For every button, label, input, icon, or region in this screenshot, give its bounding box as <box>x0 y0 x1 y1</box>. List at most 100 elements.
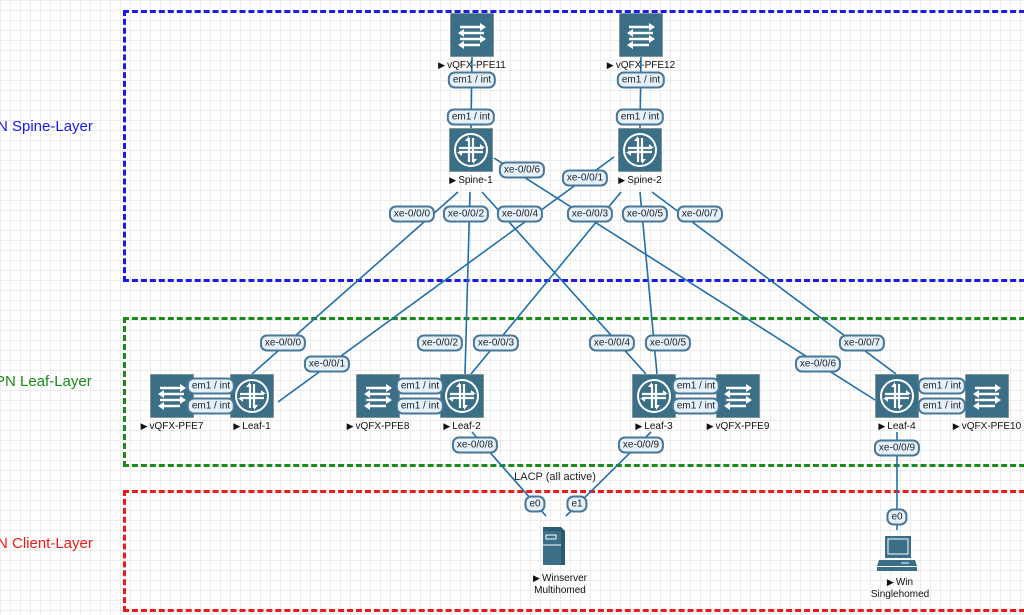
node-name: Spine-1 <box>458 175 493 186</box>
interface-label: em1 / int <box>186 377 236 395</box>
node-name: Win <box>895 577 914 588</box>
router-node-spine2[interactable] <box>618 128 662 172</box>
node-label-pfe8[interactable]: ▶vQFX-PFE8 <box>347 420 410 433</box>
interface-label: em1 / int <box>917 377 967 395</box>
node-label-leaf4[interactable]: ▶Leaf-4 <box>878 420 915 433</box>
interface-label: xe-0/0/7 <box>838 334 886 352</box>
interface-label: xe-0/0/0 <box>259 334 307 352</box>
interface-label: xe-0/0/2 <box>416 334 464 352</box>
play-icon: ▶ <box>886 577 894 587</box>
node-description: Singlehomed <box>870 589 930 600</box>
router-icon <box>618 128 662 172</box>
pc-node-win[interactable] <box>875 530 919 574</box>
interface-label: xe-0/0/3 <box>472 334 520 352</box>
play-icon: ▶ <box>438 60 446 70</box>
router-icon <box>632 374 676 418</box>
router-icon <box>449 128 493 172</box>
node-label-spine1[interactable]: ▶Spine-1 <box>449 174 492 187</box>
node-label-leaf3[interactable]: ▶Leaf-3 <box>635 420 672 433</box>
play-icon: ▶ <box>618 175 626 185</box>
interface-label: em1 / int <box>671 377 721 395</box>
router-icon <box>230 374 274 418</box>
node-name: vQFX-PFE10 <box>961 421 1022 432</box>
play-icon: ▶ <box>878 421 886 431</box>
interface-label: em1 / int <box>395 377 445 395</box>
interface-label: xe-0/0/5 <box>621 205 669 223</box>
node-description: Multihomed <box>534 585 586 596</box>
server-node-winserver[interactable] <box>531 523 575 567</box>
switch-node-pfe9[interactable] <box>716 374 760 418</box>
router-icon <box>875 374 919 418</box>
server-icon <box>543 527 565 565</box>
switch-node-pfe11[interactable] <box>450 13 494 57</box>
interface-label: xe-0/0/8 <box>451 436 499 454</box>
node-name: vQFX-PFE12 <box>615 60 676 71</box>
node-name: vQFX-PFE8 <box>355 421 410 432</box>
interface-label: xe-0/0/0 <box>388 205 436 223</box>
node-name: Leaf-2 <box>452 421 481 432</box>
interface-label: xe-0/0/4 <box>496 205 544 223</box>
node-label-pfe12[interactable]: ▶vQFX-PFE12 <box>607 59 675 72</box>
node-label-pfe9[interactable]: ▶vQFX-PFE9 <box>707 420 770 433</box>
play-icon: ▶ <box>346 421 354 431</box>
node-name: vQFX-PFE9 <box>715 421 770 432</box>
desktop-pc-icon <box>877 536 917 571</box>
switch-icon <box>965 374 1009 418</box>
client-layer-label: N Client-Layer <box>0 535 93 552</box>
interface-label: xe-0/0/9 <box>617 436 665 454</box>
node-label-leaf2[interactable]: ▶Leaf-2 <box>443 420 480 433</box>
switch-node-pfe8[interactable] <box>356 374 400 418</box>
node-label-spine2[interactable]: ▶Spine-2 <box>618 174 661 187</box>
node-label-pfe7[interactable]: ▶vQFX-PFE7 <box>141 420 204 433</box>
node-name: Winserver <box>541 573 587 584</box>
switch-icon <box>619 13 663 57</box>
spine-layer-box <box>123 10 1024 282</box>
interface-label: em1 / int <box>447 71 497 89</box>
interface-label: em1 / int <box>395 397 445 415</box>
interface-label: xe-0/0/1 <box>561 169 609 187</box>
interface-label: xe-0/0/4 <box>588 334 636 352</box>
play-icon: ▶ <box>233 421 241 431</box>
interface-label: xe-0/0/3 <box>566 205 614 223</box>
switch-icon <box>356 374 400 418</box>
router-node-leaf2[interactable] <box>440 374 484 418</box>
switch-icon <box>716 374 760 418</box>
switch-node-pfe10[interactable] <box>965 374 1009 418</box>
play-icon: ▶ <box>449 175 457 185</box>
interface-label: e1 <box>566 495 588 513</box>
interface-label: em1 / int <box>186 397 236 415</box>
play-icon: ▶ <box>533 573 540 583</box>
interface-label: xe-0/0/1 <box>303 355 351 373</box>
interface-label: xe-0/0/5 <box>644 334 692 352</box>
interface-label: xe-0/0/7 <box>676 205 724 223</box>
interface-label: em1 / int <box>615 108 665 126</box>
router-node-leaf4[interactable] <box>875 374 919 418</box>
node-label-leaf1[interactable]: ▶Leaf-1 <box>233 420 270 433</box>
switch-node-pfe12[interactable] <box>619 13 663 57</box>
node-name: vQFX-PFE11 <box>447 60 506 71</box>
node-name: vQFX-PFE7 <box>149 421 204 432</box>
interface-label: em1 / int <box>616 71 666 89</box>
node-name: Leaf-1 <box>242 421 271 432</box>
switch-icon <box>450 13 494 57</box>
interface-label: em1 / int <box>446 108 496 126</box>
interface-label: xe-0/0/9 <box>873 439 921 457</box>
node-name: Leaf-3 <box>644 421 673 432</box>
play-icon: ▶ <box>606 60 614 70</box>
node-label-pfe11[interactable]: ▶vQFX-PFE11 <box>438 59 506 72</box>
lacp-annotation: LACP (all active) <box>514 471 596 483</box>
node-label-pfe10[interactable]: ▶vQFX-PFE10 <box>953 420 1021 433</box>
client-layer-box <box>123 490 1024 612</box>
interface-label: xe-0/0/6 <box>794 355 842 373</box>
play-icon: ▶ <box>952 421 960 431</box>
play-icon: ▶ <box>140 421 148 431</box>
router-node-spine1[interactable] <box>449 128 493 172</box>
spine-layer-label: N Spine-Layer <box>0 118 93 135</box>
interface-label: xe-0/0/2 <box>442 205 490 223</box>
router-node-leaf1[interactable] <box>230 374 274 418</box>
router-node-leaf3[interactable] <box>632 374 676 418</box>
interface-label: em1 / int <box>671 397 721 415</box>
interface-label: e0 <box>886 508 908 526</box>
